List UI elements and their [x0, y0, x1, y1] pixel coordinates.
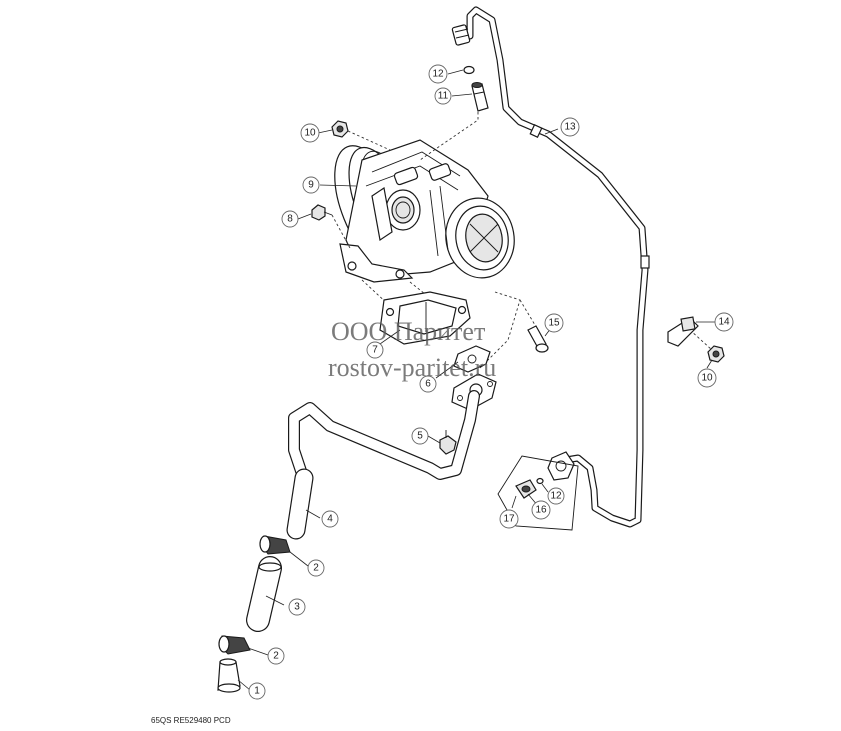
- callout-7: 7: [366, 341, 384, 359]
- svg-text:12: 12: [432, 69, 444, 80]
- callout-8: 8: [281, 210, 299, 228]
- svg-text:10: 10: [304, 128, 316, 139]
- callout-15: 15: [544, 313, 564, 333]
- bolt-5: [439, 430, 457, 455]
- nut-10-top: [331, 120, 349, 138]
- callout-9: 9: [302, 176, 320, 194]
- washer-12-top: [463, 65, 475, 75]
- svg-text:7: 7: [372, 345, 378, 356]
- svg-text:11: 11: [438, 91, 449, 102]
- svg-text:5: 5: [417, 431, 423, 442]
- callout-14: 14: [714, 312, 734, 332]
- svg-text:8: 8: [287, 214, 293, 225]
- clamp-2-lower: [218, 635, 251, 655]
- bolt-15: [527, 325, 549, 353]
- callout-1: 1: [248, 682, 266, 700]
- callout-11: 11: [434, 87, 452, 105]
- svg-text:15: 15: [548, 318, 560, 329]
- callout-4: 4: [321, 510, 339, 528]
- svg-text:6: 6: [425, 379, 431, 390]
- callout-16: 16: [531, 500, 551, 520]
- callout-6: 6: [419, 375, 437, 393]
- callout-12-kit: 12: [547, 487, 565, 505]
- diagram-reference-code: 65QS RE529480 PCD: [151, 716, 231, 725]
- callout-10-top: 10: [300, 123, 320, 143]
- gasket-7: [379, 291, 471, 345]
- svg-text:13: 13: [564, 122, 576, 133]
- watermark-website: rostov-paritet.ru: [328, 353, 496, 382]
- guide-line-top: [419, 112, 479, 161]
- callout-17: 17: [499, 509, 519, 529]
- guide-line-14: [689, 329, 713, 351]
- svg-text:3: 3: [294, 602, 300, 613]
- svg-text:16: 16: [535, 505, 547, 516]
- lower-fitting-nut: [547, 451, 575, 481]
- callout-10-right: 10: [697, 368, 717, 388]
- svg-text:17: 17: [503, 514, 515, 525]
- svg-text:10: 10: [701, 373, 713, 384]
- svg-text:12: 12: [550, 491, 562, 502]
- svg-text:2: 2: [273, 651, 279, 662]
- callout-13: 13: [560, 117, 580, 137]
- callout-5: 5: [411, 427, 429, 445]
- callout-2-lower: 2: [267, 647, 285, 665]
- top-fitting-nut: [451, 24, 471, 46]
- hose-3: [246, 556, 282, 632]
- svg-text:1: 1: [254, 686, 260, 697]
- svg-text:14: 14: [718, 317, 730, 328]
- bolt-8: [311, 204, 333, 221]
- nut-10-right: [707, 345, 725, 363]
- drain-pipe-4: [286, 390, 480, 540]
- fitting-1: [217, 658, 241, 693]
- watermark-company: ООО Паритет: [331, 317, 485, 346]
- bracket-14: [667, 316, 699, 347]
- callout-12-top: 12: [428, 64, 448, 84]
- svg-text:2: 2: [313, 563, 319, 574]
- connector-11: [471, 82, 489, 112]
- clamp-2-upper: [259, 535, 291, 555]
- guide-line-bolt: [331, 214, 351, 249]
- svg-text:4: 4: [327, 514, 333, 525]
- guide-line-15: [519, 299, 539, 331]
- callout-3: 3: [288, 598, 306, 616]
- gasket-6: [453, 345, 491, 373]
- turbocharger-9: [334, 139, 515, 283]
- oil-feed-line: [451, 6, 650, 528]
- svg-text:9: 9: [308, 180, 314, 191]
- callout-2-upper: 2: [307, 559, 325, 577]
